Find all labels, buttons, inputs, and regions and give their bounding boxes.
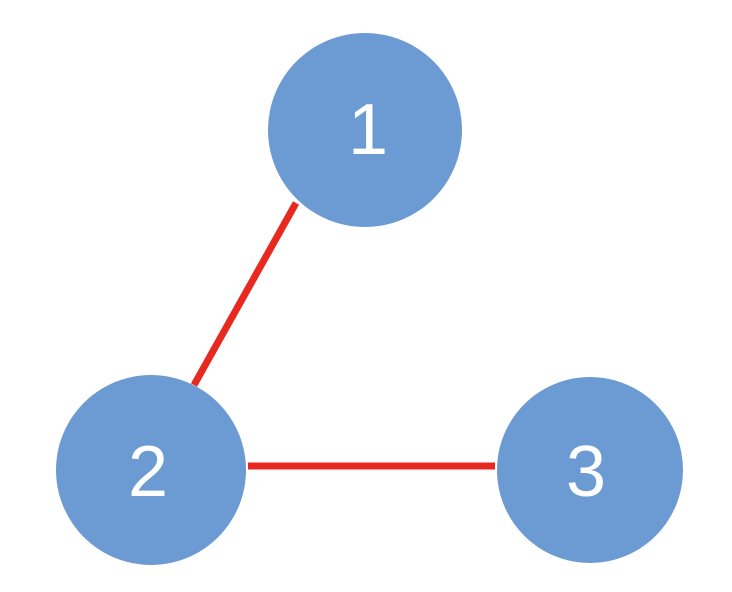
graph-node-2[interactable]: 2 (56, 375, 246, 565)
node-circle-2[interactable] (56, 375, 246, 565)
graph-node-1[interactable]: 1 (268, 33, 462, 227)
graph-edge-1-2[interactable] (190, 201, 300, 387)
edges-layer (190, 201, 495, 470)
nodes-layer: 1 2 3 (56, 33, 683, 565)
node-label-2: 2 (128, 432, 168, 512)
node-circle-3[interactable] (497, 377, 683, 563)
node-circle-1[interactable] (268, 33, 462, 227)
graph-node-3[interactable]: 3 (497, 377, 683, 563)
node-label-3: 3 (566, 432, 606, 512)
node-label-1: 1 (348, 90, 388, 170)
